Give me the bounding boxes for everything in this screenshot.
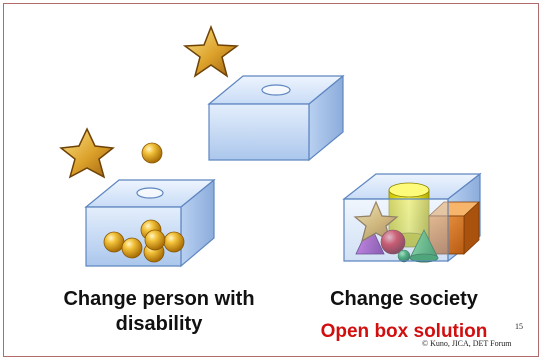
star-icon — [182, 24, 240, 78]
ball-icon — [144, 229, 166, 251]
caption-line: Change person with — [63, 288, 255, 310]
caption-line: disability — [115, 313, 203, 335]
page-number: 15 — [515, 322, 523, 331]
ball-icon — [103, 231, 125, 253]
caption-open-box-solution: Open box solution — [320, 321, 488, 342]
star-icon — [59, 127, 115, 179]
copyright-text: © Kuno, JICA, DET Forum — [422, 339, 512, 348]
ball-icon — [121, 237, 143, 259]
glass-box-icon — [343, 198, 449, 262]
slide: Change person with disability Change soc… — [3, 3, 539, 357]
ball-icon — [141, 142, 163, 164]
caption-change-person: Change person with disability — [59, 287, 259, 337]
caption-change-society: Change society — [330, 288, 478, 310]
illustration — [59, 24, 482, 268]
glass-box-icon — [207, 74, 345, 162]
ball-icon — [163, 231, 185, 253]
